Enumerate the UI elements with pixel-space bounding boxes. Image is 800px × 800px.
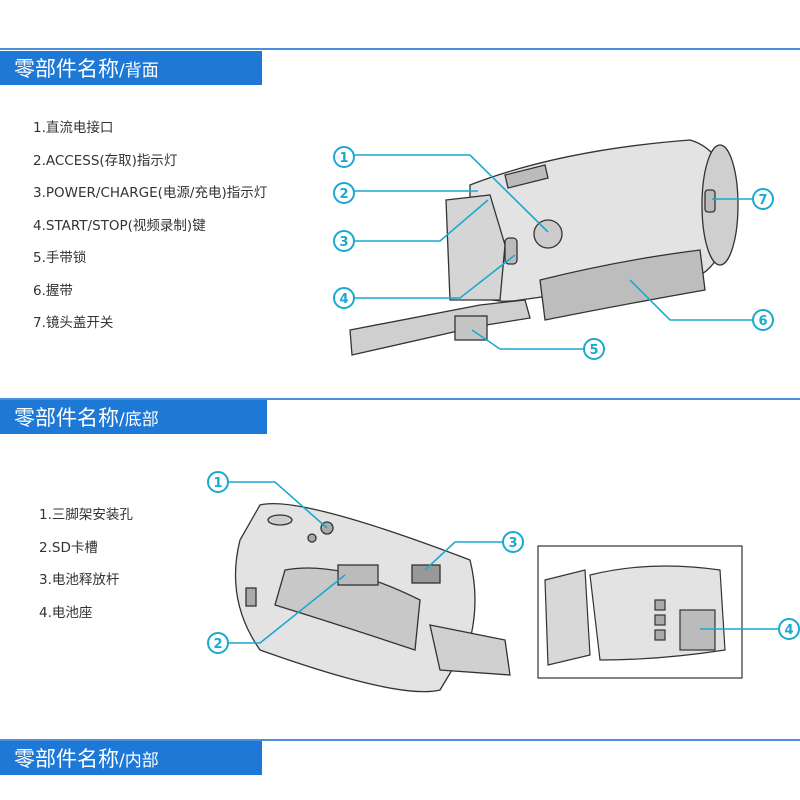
callout-2: 2 xyxy=(333,182,355,204)
callout-4: 4 xyxy=(333,287,355,309)
list-item: 7.镜头盖开关 xyxy=(33,315,114,331)
camera-battery-inset xyxy=(537,545,743,679)
svg-text:2: 2 xyxy=(213,637,222,652)
callout-1: 1 xyxy=(207,471,229,493)
callout-4: 4 xyxy=(778,618,800,640)
svg-text:3: 3 xyxy=(508,536,517,551)
section-header-back: 零部件名称/背面 xyxy=(0,51,262,85)
svg-text:4: 4 xyxy=(339,292,348,307)
parts-list-back: 1.直流电接口 2.ACCESS(存取)指示灯 3.POWER/CHARGE(电… xyxy=(33,120,267,348)
list-item: 2.SD卡槽 xyxy=(39,539,98,556)
callout-5: 5 xyxy=(583,338,605,360)
callout-1: 1 xyxy=(333,146,355,168)
callout-markers-back: 1 2 3 4 5 6 7 xyxy=(333,146,774,360)
callouts-bottom xyxy=(228,481,778,644)
section-header-inside: 零部件名称/内部 xyxy=(0,741,262,775)
header-subtitle: /底部 xyxy=(119,409,159,430)
list-item: 4.电池座 xyxy=(39,604,93,621)
callout-2: 2 xyxy=(207,632,229,654)
section-header-bottom: 零部件名称/底部 xyxy=(0,400,267,434)
svg-text:6: 6 xyxy=(758,314,767,329)
header-subtitle: /背面 xyxy=(119,60,159,81)
list-item: 3.POWER/CHARGE(电源/充电)指示灯 xyxy=(33,185,268,201)
list-item: 5.手带锁 xyxy=(33,250,87,266)
list-item: 6.握带 xyxy=(33,282,73,299)
callout-3: 3 xyxy=(502,531,524,553)
callout-3: 3 xyxy=(333,230,355,252)
header-title: 零部件名称 xyxy=(14,406,119,430)
list-item: 3.电池释放杆 xyxy=(39,572,120,588)
callouts-back xyxy=(354,154,752,350)
svg-text:2: 2 xyxy=(339,187,348,202)
parts-list-bottom: 1.三脚架安装孔 2.SD卡槽 3.电池释放杆 4.电池座 xyxy=(39,507,133,637)
section-divider xyxy=(0,398,800,400)
svg-text:1: 1 xyxy=(339,151,348,166)
list-item: 4.START/STOP(视频录制)键 xyxy=(33,217,206,234)
callout-6: 6 xyxy=(752,309,774,331)
section-divider xyxy=(0,739,800,741)
header-subtitle: /内部 xyxy=(119,750,159,771)
svg-text:5: 5 xyxy=(589,343,598,358)
list-item: 1.三脚架安装孔 xyxy=(39,507,133,523)
list-item: 2.ACCESS(存取)指示灯 xyxy=(33,152,178,169)
svg-text:1: 1 xyxy=(213,476,222,491)
header-title: 零部件名称 xyxy=(14,747,119,771)
callout-markers-bottom: 1 2 3 4 xyxy=(207,471,800,654)
section-divider xyxy=(0,48,800,50)
svg-text:7: 7 xyxy=(758,193,767,208)
camera-back-illustration xyxy=(349,139,739,356)
list-item: 1.直流电接口 xyxy=(33,120,114,136)
header-title: 零部件名称 xyxy=(14,57,119,81)
svg-text:3: 3 xyxy=(339,235,348,250)
svg-text:4: 4 xyxy=(784,623,793,638)
camera-bottom-illustration xyxy=(234,503,511,693)
callout-7: 7 xyxy=(752,188,774,210)
